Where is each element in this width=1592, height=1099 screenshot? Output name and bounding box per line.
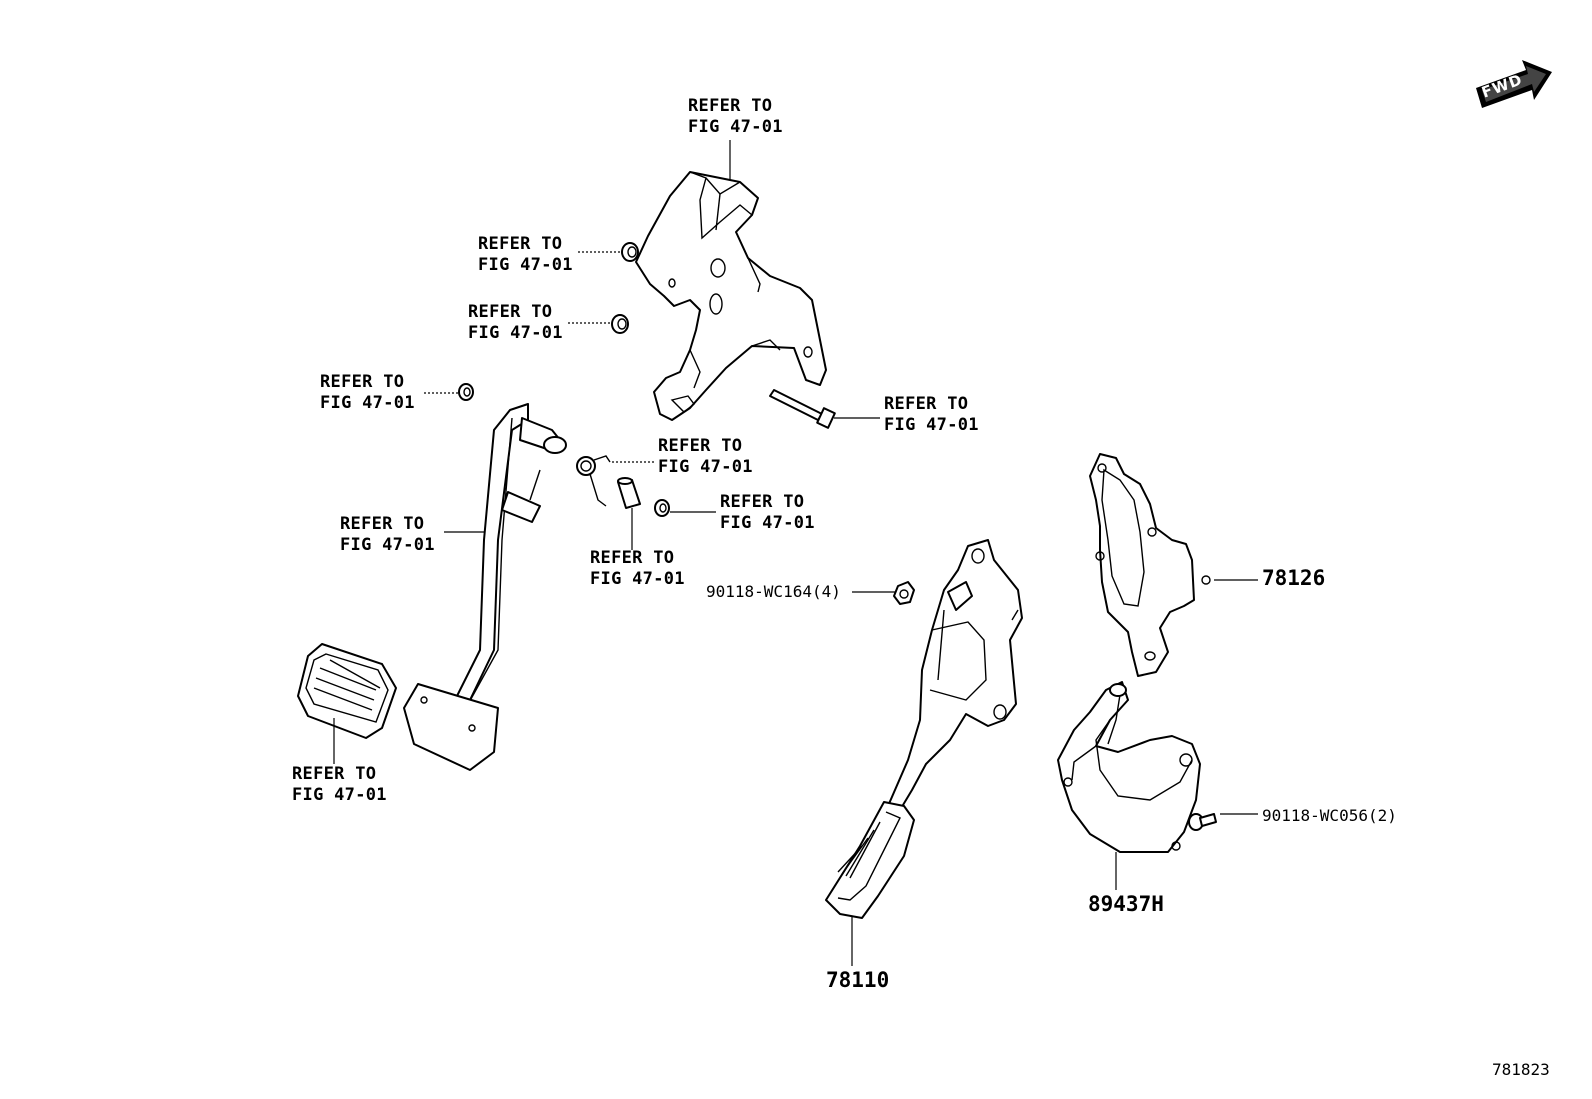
refer-line1: REFER TO	[590, 548, 675, 568]
nut-90118-wc164	[893, 581, 915, 605]
cover-89437h	[1057, 681, 1201, 853]
refer-label-nut-upper: REFER TO FIG 47-01	[478, 234, 573, 276]
refer-label-pin: REFER TO FIG 47-01	[590, 548, 685, 590]
bracket-bolt	[769, 389, 836, 429]
part-number-89437h: 89437H	[1088, 892, 1164, 916]
refer-line1: REFER TO	[688, 96, 773, 116]
refer-label-top: REFER TO FIG 47-01	[688, 96, 783, 138]
accelerator-pedal-78110	[825, 539, 1023, 919]
refer-line1: REFER TO	[658, 436, 743, 456]
pin-bushing	[654, 499, 670, 517]
refer-label-nut-middle: REFER TO FIG 47-01	[468, 302, 563, 344]
part-number-90118-wc164: 90118-WC164(4)	[706, 582, 841, 601]
refer-label-bolt: REFER TO FIG 47-01	[884, 394, 979, 436]
refer-line1: REFER TO	[292, 764, 377, 784]
refer-line1: REFER TO	[478, 234, 563, 254]
refer-line1: REFER TO	[320, 372, 405, 392]
refer-label-bushing: REFER TO FIG 47-01	[320, 372, 415, 414]
bracket-78126	[1089, 453, 1211, 677]
illustration-id: 781823	[1492, 1060, 1550, 1079]
refer-line1: REFER TO	[884, 394, 969, 414]
refer-line2: FIG 47-01	[320, 393, 415, 413]
refer-label-brake-arm: REFER TO FIG 47-01	[340, 514, 435, 556]
refer-line2: FIG 47-01	[478, 255, 573, 275]
refer-line2: FIG 47-01	[292, 785, 387, 805]
brake-pedal	[403, 403, 567, 771]
refer-line1: REFER TO	[340, 514, 425, 534]
refer-label-spring: REFER TO FIG 47-01	[658, 436, 753, 478]
refer-label-brake-pad: REFER TO FIG 47-01	[292, 764, 387, 806]
refer-label-pin-bushing: REFER TO FIG 47-01	[720, 492, 815, 534]
pedal-pin	[617, 477, 641, 509]
refer-line1: REFER TO	[468, 302, 553, 322]
refer-line2: FIG 47-01	[468, 323, 563, 343]
leader-lines	[333, 140, 1258, 966]
refer-line2: FIG 47-01	[688, 117, 783, 137]
refer-line2: FIG 47-01	[658, 457, 753, 477]
return-spring	[576, 455, 611, 507]
refer-line2: FIG 47-01	[590, 569, 685, 589]
fwd-arrow-icon	[1476, 60, 1552, 108]
refer-line1: REFER TO	[720, 492, 805, 512]
refer-line2: FIG 47-01	[720, 513, 815, 533]
nut-upper	[621, 242, 639, 262]
refer-line2: FIG 47-01	[340, 535, 435, 555]
screw-90118-wc056	[1188, 813, 1217, 831]
part-number-78126: 78126	[1262, 566, 1326, 590]
refer-line2: FIG 47-01	[884, 415, 979, 435]
bushing-left	[458, 383, 474, 401]
part-number-78110: 78110	[826, 968, 890, 992]
part-number-90118-wc056: 90118-WC056(2)	[1262, 806, 1397, 825]
brake-pedal-pad	[297, 643, 397, 739]
pedal-bracket	[635, 171, 827, 421]
nut-middle	[611, 314, 629, 334]
